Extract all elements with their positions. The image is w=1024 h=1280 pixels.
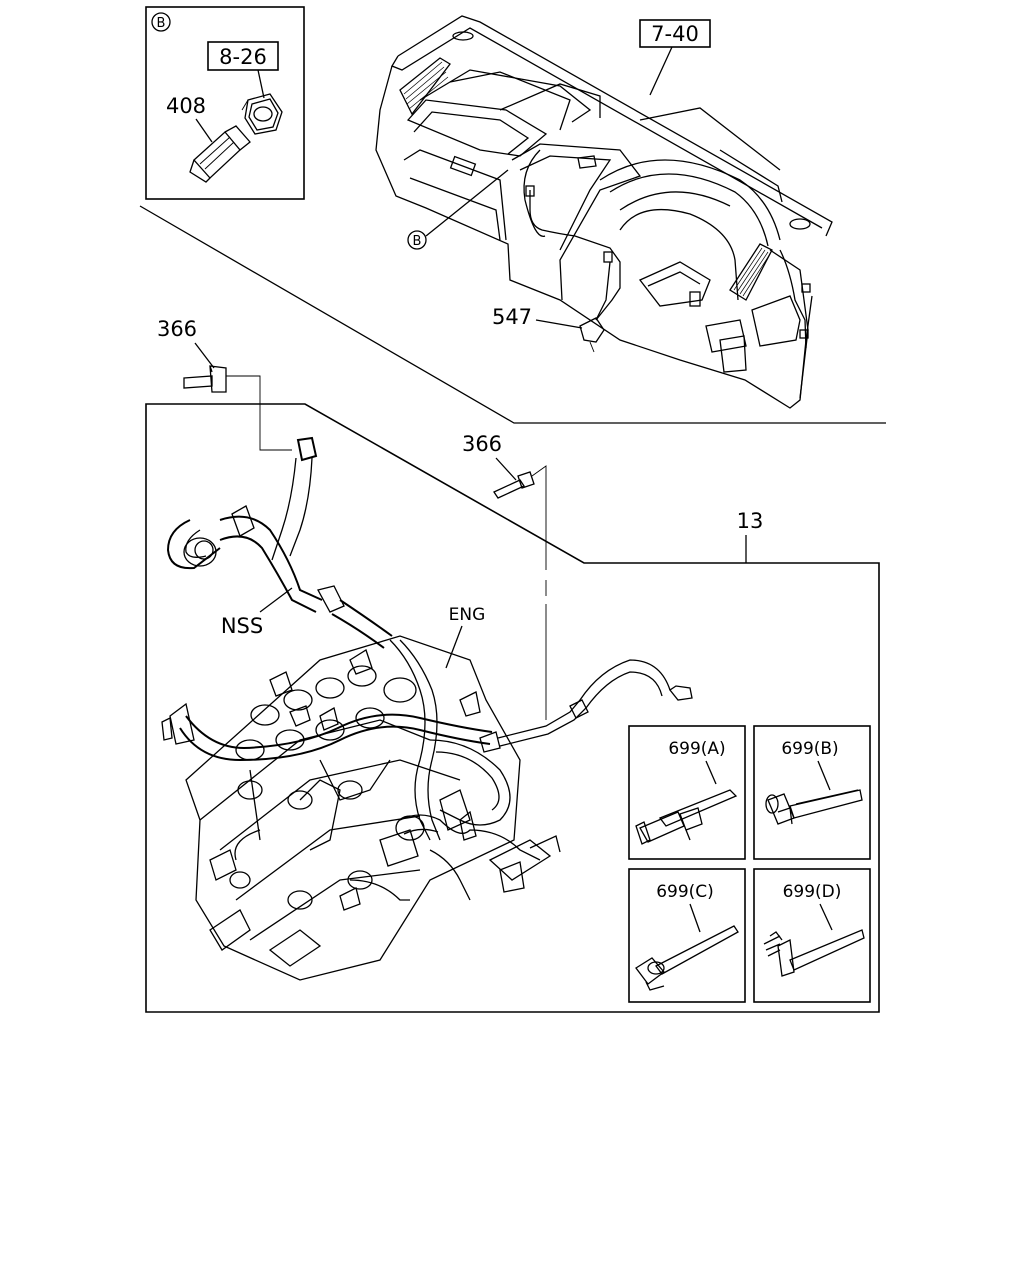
link-366-a (226, 375, 292, 451)
clip-d-label: 699(D) (783, 882, 842, 902)
leader-366-b (495, 457, 517, 481)
ref-8-26-label: 8-26 (219, 45, 267, 69)
leader-eng (445, 625, 463, 669)
inset-b-frame (145, 6, 305, 200)
leader-547 (535, 319, 583, 329)
bulb-part-408 (189, 125, 251, 183)
clip-detail-c: 699(C) (628, 868, 746, 1003)
dashboard-assembly: 7-40 B 547 (375, 15, 833, 409)
clip-a-label: 699(A) (668, 739, 725, 759)
ref-box-7-40 (639, 19, 711, 48)
part-408-label: 408 (166, 94, 206, 118)
socket-part (241, 93, 283, 135)
nss-harness (166, 436, 393, 649)
clip-366-b (493, 471, 535, 499)
engine-harness-section: 366 366 13 (145, 317, 880, 1013)
leader-366-a (194, 342, 215, 369)
engine-frame (145, 403, 880, 1013)
leader-b (425, 169, 509, 237)
leader-nss (259, 587, 293, 613)
engine-block (185, 635, 521, 981)
inset-b-marker-circle (151, 12, 171, 32)
nss-label: NSS (221, 614, 263, 638)
dash-marker-b: B (413, 234, 422, 249)
leader-7-40 (649, 46, 673, 96)
dash-top-edge (397, 15, 833, 237)
clip-366-a (183, 365, 227, 393)
ref-7-40-label: 7-40 (651, 22, 699, 46)
part-547-label: 547 (492, 305, 532, 329)
left-vent (399, 57, 451, 116)
clip-b-label: 699(B) (781, 739, 838, 759)
leader-8-26 (257, 69, 265, 99)
inset-b-marker: B (157, 16, 166, 31)
part-366-b-label: 366 (462, 432, 502, 456)
leader-408 (195, 118, 213, 143)
clip-c-label: 699(C) (656, 882, 714, 902)
clip-detail-d: 699(D) (753, 868, 871, 1003)
separator-line (139, 205, 886, 424)
part-366-a-label: 366 (157, 317, 197, 341)
inset-b: B 8-26 408 (145, 6, 305, 200)
link-366-b (531, 465, 547, 570)
clip-detail-b: 699(B) (753, 725, 871, 860)
eng-label: ENG (449, 605, 486, 625)
dash-marker-b-circle (407, 230, 427, 250)
ref-box-8-26 (207, 41, 279, 71)
dash-wire (529, 190, 621, 321)
part-13-label: 13 (737, 509, 764, 533)
clip-detail-a: 699(A) (628, 725, 746, 860)
right-vent (729, 243, 773, 301)
connector-547 (579, 317, 605, 343)
engine-harness (161, 639, 693, 911)
